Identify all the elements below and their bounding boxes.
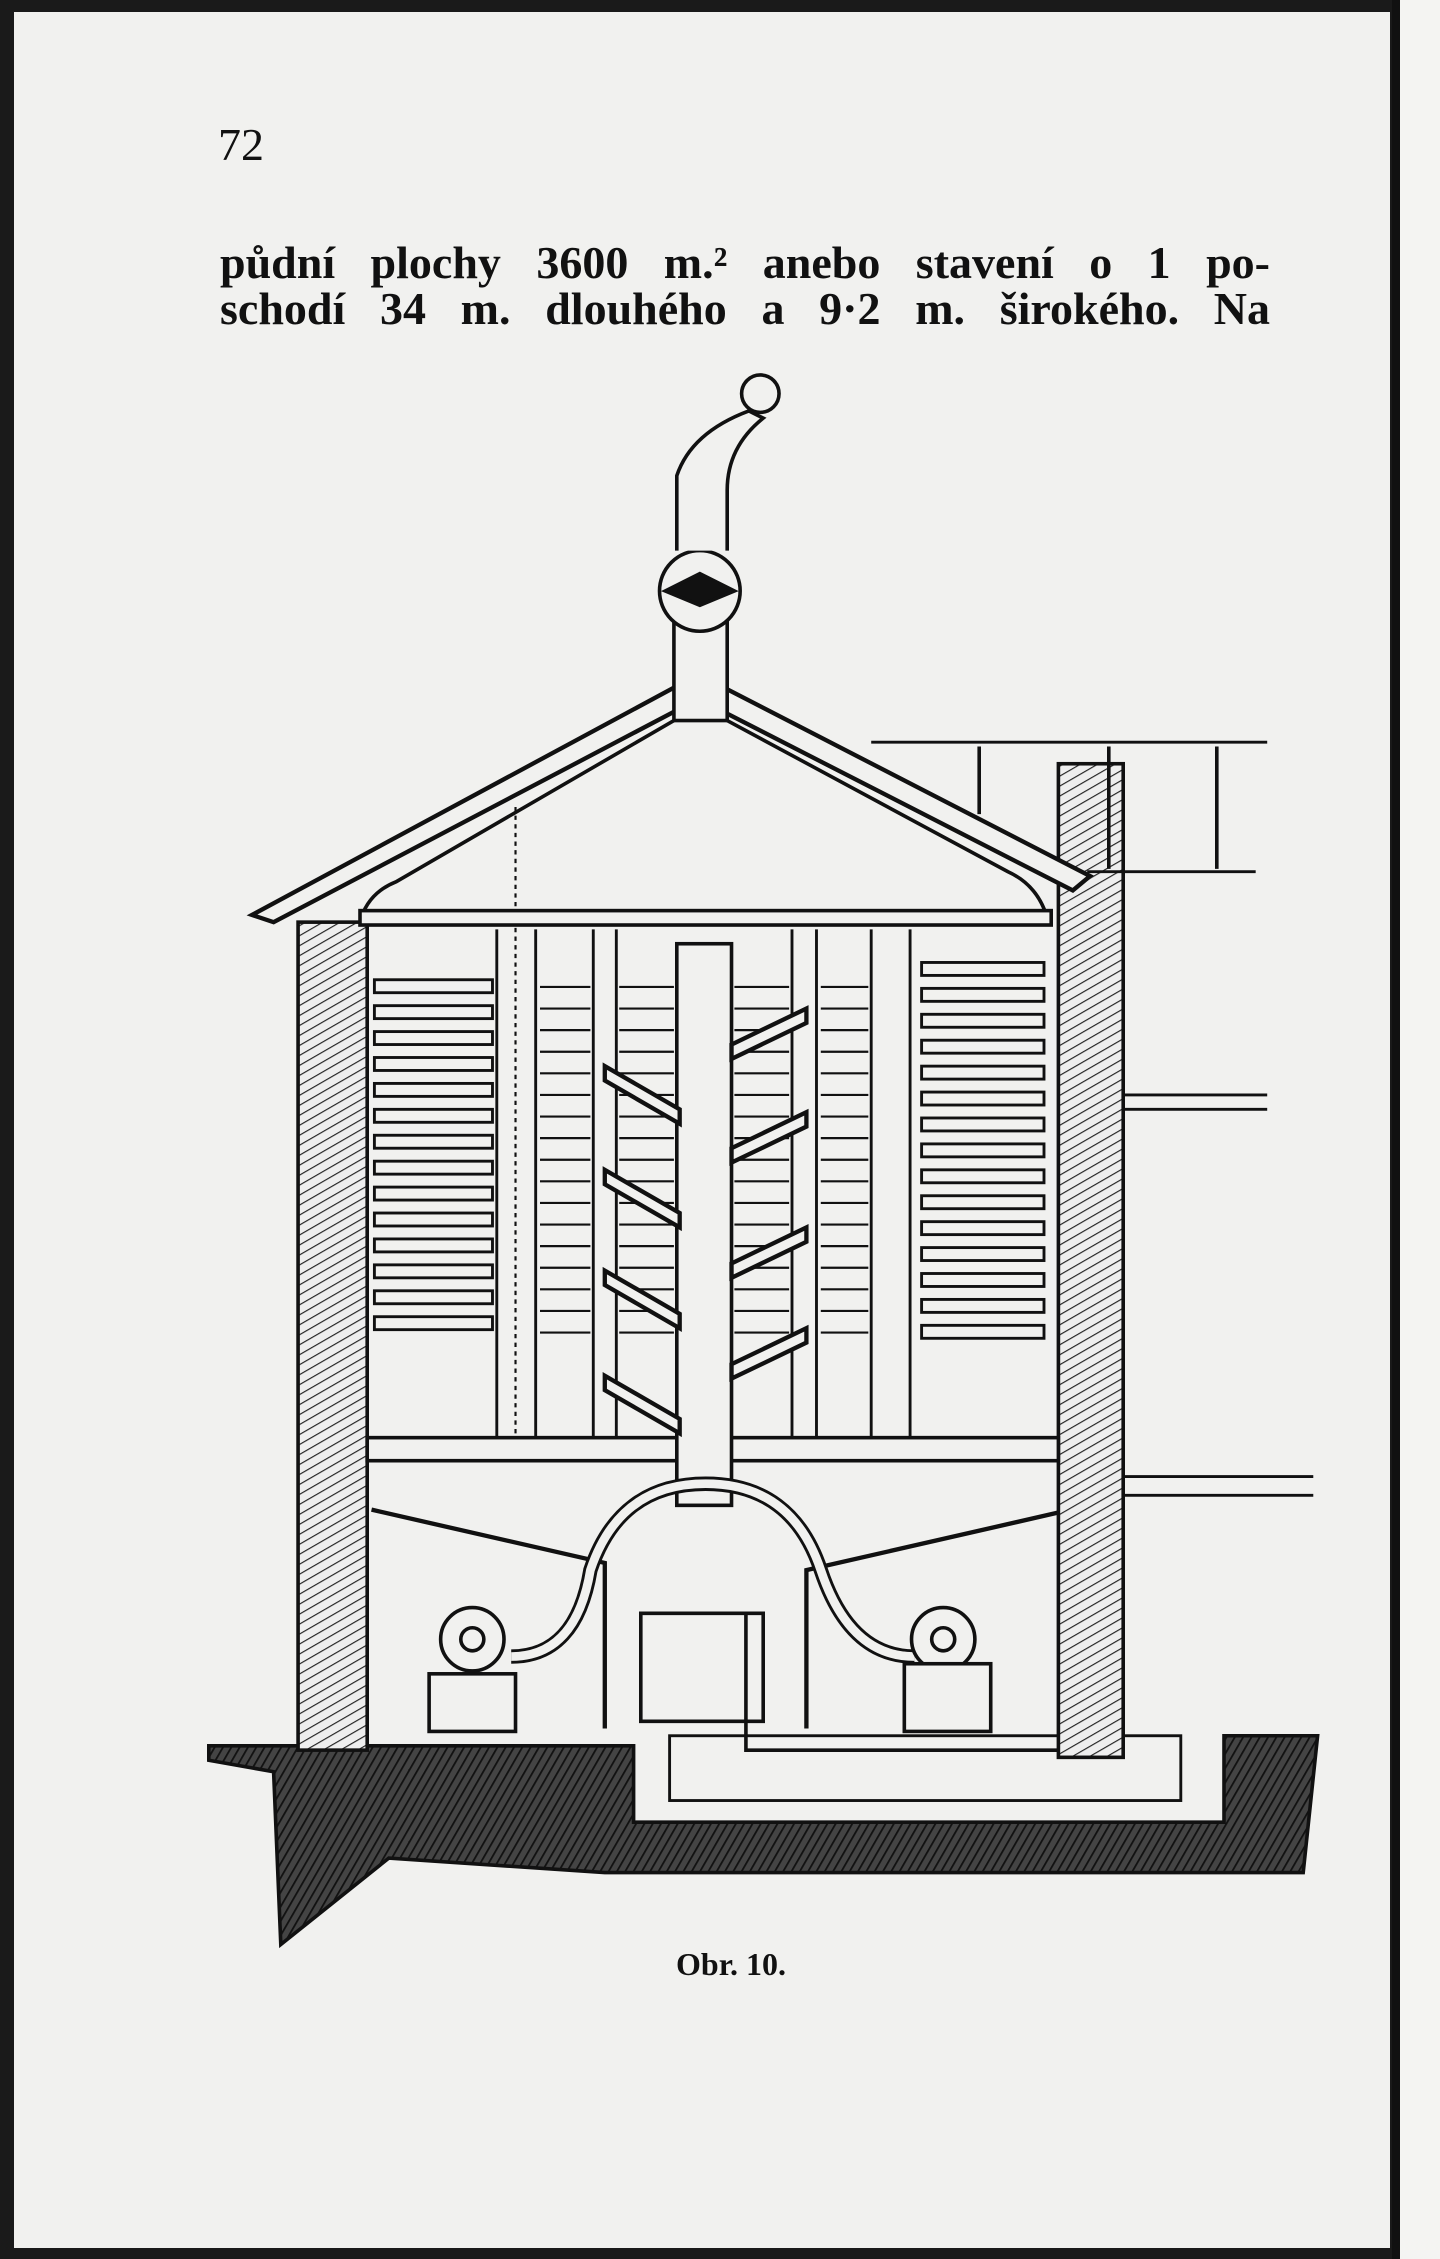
next-page-edge (1392, 0, 1440, 2259)
louver-left (372, 978, 494, 1332)
right-wall (1056, 761, 1125, 1760)
spiral-chute (602, 1005, 809, 1438)
fan-left (438, 1605, 506, 1673)
body-text-line: půdní plochy 3600 m.² anebo stavení o 1 … (220, 237, 1270, 288)
page-number: 72 (218, 119, 264, 170)
roof (246, 672, 1094, 925)
body-text-line: schodí 34 m. dlouhého a 9·2 m. širokého.… (220, 283, 1270, 334)
louver-right (920, 961, 1046, 1340)
fan-right (909, 1605, 977, 1673)
central-air-pipe (675, 941, 734, 1508)
left-wall (296, 920, 369, 1752)
figure-caption: Obr. 10. (676, 1946, 786, 1982)
ground (207, 1733, 1320, 1949)
